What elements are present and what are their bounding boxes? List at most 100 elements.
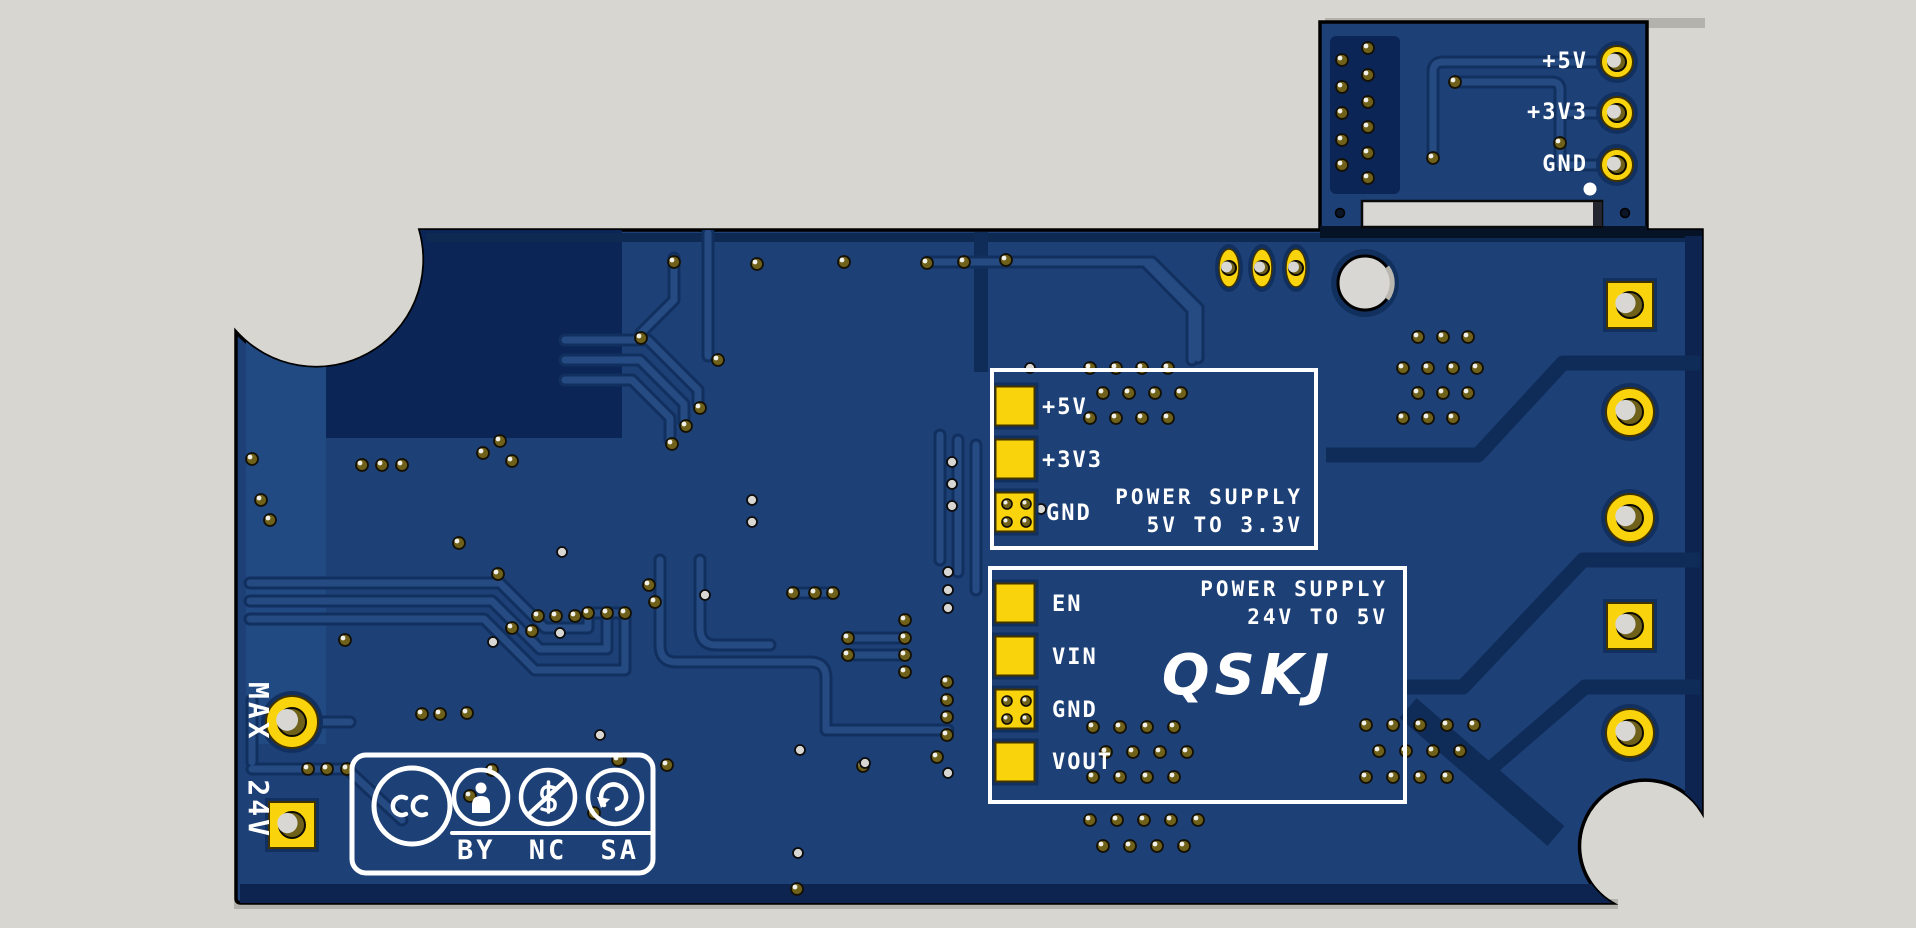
- via-highlight: [843, 650, 849, 656]
- decor: [1606, 156, 1621, 171]
- via-ring: [1335, 133, 1349, 147]
- via-ring: [1096, 386, 1110, 400]
- via-ring: [898, 631, 912, 645]
- via-highlight: [247, 454, 253, 460]
- trace: [246, 597, 611, 653]
- via-ring: [1436, 386, 1450, 400]
- via: [433, 707, 447, 721]
- via-highlight: [1182, 747, 1188, 753]
- via-highlight: [462, 708, 468, 714]
- via-highlight: [1361, 720, 1367, 726]
- via-ring: [837, 255, 851, 269]
- box2-title-line1: POWER SUPPLY: [1200, 577, 1388, 601]
- gnd-pad-hole-highlight: [1003, 697, 1008, 702]
- open-hole: [792, 847, 804, 859]
- via-highlight: [465, 791, 471, 797]
- plated-hole: [277, 811, 306, 839]
- via-highlight: [357, 460, 363, 466]
- via-ring: [1413, 770, 1427, 784]
- via-highlight: [551, 611, 557, 617]
- via-ring: [1096, 839, 1110, 853]
- via-ring: [1361, 146, 1375, 160]
- via-highlight: [1125, 841, 1131, 847]
- via-ring: [1421, 411, 1435, 425]
- via: [1123, 839, 1137, 853]
- via: [898, 631, 912, 645]
- decor: [1288, 261, 1300, 273]
- plated-hole: [1606, 103, 1627, 123]
- via-highlight: [583, 608, 589, 614]
- box2-pad-label-vin: VIN: [1052, 645, 1098, 670]
- via-highlight: [1455, 746, 1461, 752]
- via-ring: [648, 595, 662, 609]
- open-hole: [859, 757, 871, 769]
- via-ring: [1411, 330, 1425, 344]
- via-ring: [1446, 361, 1460, 375]
- via: [1553, 136, 1567, 150]
- via-ring: [505, 621, 519, 635]
- channel: [1470, 679, 1700, 788]
- via-ring: [1413, 718, 1427, 732]
- via-ring: [1335, 80, 1349, 94]
- via-highlight: [1193, 815, 1199, 821]
- plated-hole: [276, 707, 307, 737]
- via: [642, 578, 656, 592]
- via-highlight: [1363, 148, 1369, 154]
- via-ring: [1174, 386, 1188, 400]
- bottom-edge-band: [240, 884, 1612, 903]
- tab-label-gnd: GND: [1542, 152, 1588, 177]
- via-ring: [1361, 120, 1375, 134]
- via-highlight: [1142, 772, 1148, 778]
- via-highlight: [942, 695, 948, 701]
- via: [808, 586, 822, 600]
- trace: [923, 258, 1196, 364]
- via-ring: [1396, 411, 1410, 425]
- via-highlight: [1423, 413, 1429, 419]
- via-highlight: [932, 752, 938, 758]
- via-highlight: [397, 460, 403, 466]
- via-highlight: [377, 460, 383, 466]
- via-ring: [1167, 770, 1181, 784]
- channel: [1399, 698, 1565, 846]
- via: [1411, 386, 1425, 400]
- via-ring: [1359, 718, 1373, 732]
- via-ring: [1386, 718, 1400, 732]
- open-hole: [946, 478, 958, 490]
- tab-tooling-hole-left: [1334, 207, 1346, 219]
- via: [1122, 386, 1136, 400]
- via-highlight: [1139, 815, 1145, 821]
- decor: [1606, 104, 1621, 119]
- via: [667, 255, 681, 269]
- open-hole: [946, 456, 958, 468]
- open-hole: [942, 566, 954, 578]
- via-highlight: [810, 588, 816, 594]
- via-highlight: [1111, 413, 1117, 419]
- via-ring: [1180, 745, 1194, 759]
- plated-hole: [1615, 612, 1644, 640]
- via-highlight: [1463, 388, 1469, 394]
- via: [1150, 839, 1164, 853]
- qskj-logo: QSKJ: [1161, 643, 1335, 708]
- via: [1109, 411, 1123, 425]
- via-ring: [433, 707, 447, 721]
- decor: [1615, 399, 1636, 421]
- via-highlight: [1363, 70, 1369, 76]
- via-highlight: [788, 588, 794, 594]
- via-field: [245, 41, 1567, 896]
- via-ring: [491, 567, 505, 581]
- via-ring: [1148, 386, 1162, 400]
- via-highlight: [507, 456, 513, 462]
- via: [1191, 813, 1205, 827]
- via-highlight: [1398, 413, 1404, 419]
- via-highlight: [1169, 772, 1175, 778]
- box1-title-line1: POWER SUPPLY: [1115, 485, 1303, 509]
- via-highlight: [1142, 722, 1148, 728]
- via-highlight: [1363, 173, 1369, 179]
- via: [1426, 151, 1440, 165]
- via: [1180, 745, 1194, 759]
- via-ring: [1335, 106, 1349, 120]
- via-highlight: [256, 495, 262, 501]
- trace: [246, 579, 592, 632]
- via: [1361, 171, 1375, 185]
- via-highlight: [1101, 747, 1107, 753]
